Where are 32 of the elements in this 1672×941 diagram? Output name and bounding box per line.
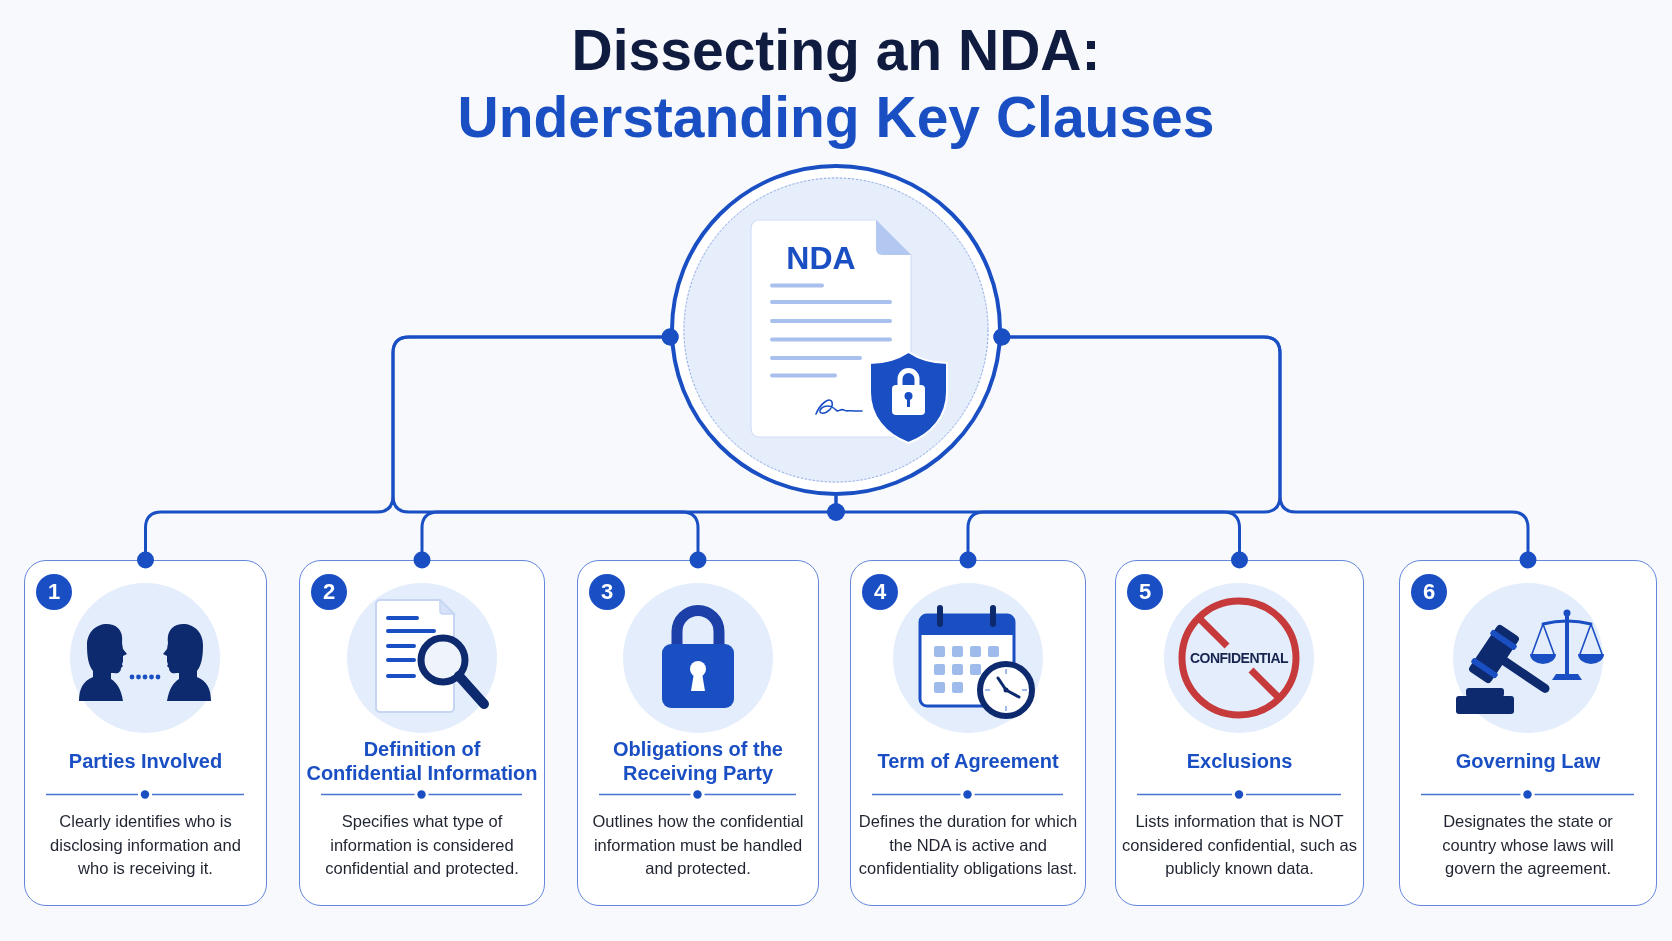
step-number: 3 xyxy=(589,574,625,610)
card-title: Obligations of the Receiving Party xyxy=(613,738,783,784)
clause-card xyxy=(850,560,1086,906)
step-number: 1 xyxy=(36,574,72,610)
card-title: Definition of Confidential Information xyxy=(306,738,538,784)
step-number: 2 xyxy=(311,574,347,610)
connector xyxy=(391,328,707,569)
clause-card xyxy=(1115,560,1364,906)
step-number: 4 xyxy=(862,574,898,610)
card-description: Defines the duration for which the NDA is active and confidentiality obligations last. xyxy=(858,812,1078,877)
step-number: 6 xyxy=(1411,574,1447,610)
hub-circle xyxy=(670,164,1002,496)
card-title: Term of Agreement xyxy=(877,750,1059,772)
card-description: Specifies what type of information is considered confidential and protected. xyxy=(325,812,519,877)
card-description: Designates the state or country whose laws will govern the agreement. xyxy=(1442,812,1614,877)
card-title: Governing Law xyxy=(1455,750,1601,772)
title: Dissecting an NDA: xyxy=(571,17,1101,83)
step-number: 5 xyxy=(1127,574,1163,610)
card-description: Lists information that is NOT considered confidential, such as publicly known data. xyxy=(1122,812,1357,877)
stamp-text: CONFIDENTIAL xyxy=(1189,650,1289,666)
card-title: Parties Involved xyxy=(68,750,223,772)
clause-card xyxy=(24,560,267,906)
card-title: Exclusions xyxy=(1186,750,1293,772)
subtitle: Understanding Key Clauses xyxy=(457,84,1215,150)
card-description: Clearly identifies who is disclosing information and who is receiving it. xyxy=(50,812,241,877)
clause-card xyxy=(1399,560,1657,906)
card-description: Outlines how the confidential information must be handled and protected. xyxy=(592,812,804,877)
connector xyxy=(834,496,1248,569)
clause-card xyxy=(299,560,545,906)
document-title: NDA xyxy=(786,240,856,276)
clause-card xyxy=(577,560,819,906)
connector xyxy=(993,328,1537,569)
